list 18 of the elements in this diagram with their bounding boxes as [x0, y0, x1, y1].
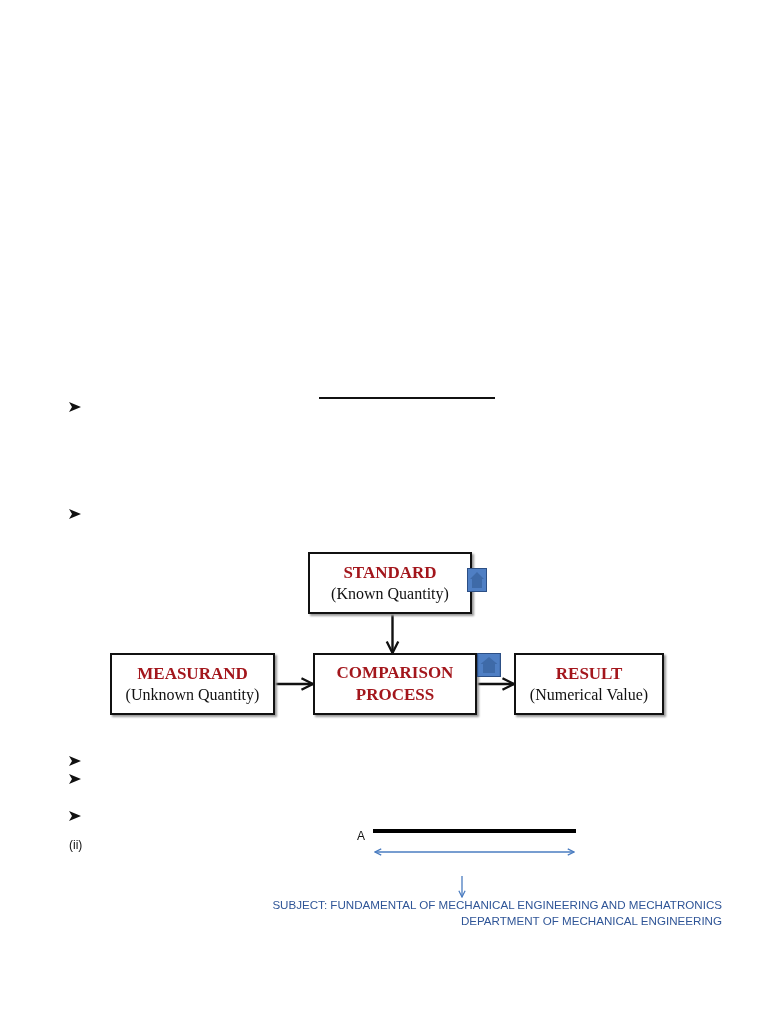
- box-title: RESULT: [555, 663, 623, 685]
- box-subtitle: (Known Quantity): [331, 584, 449, 604]
- text-label: A: [357, 829, 365, 844]
- arrow: [385, 614, 400, 655]
- text-label: (ii): [69, 838, 83, 853]
- box-title: STANDARD: [343, 562, 437, 584]
- arrow: [275, 677, 315, 691]
- box-title: MEASURAND: [137, 663, 248, 685]
- box-subtitle: (Unknown Quantity): [125, 685, 260, 705]
- footer-text: SUBJECT: FUNDAMENTAL OF MECHANICAL ENGINEERING AND MECHATRONICS: [272, 897, 722, 912]
- box-subtitle: (Numerical Value): [529, 685, 649, 705]
- process-box: [313, 653, 477, 715]
- process-box: [308, 552, 472, 614]
- process-box: [514, 653, 664, 715]
- arrow: [477, 677, 516, 691]
- process-box: [110, 653, 275, 715]
- box-title: COMPARISON PROCESS: [335, 662, 455, 706]
- footer-text: DEPARTMENT OF MECHANICAL ENGINEERING: [460, 913, 722, 928]
